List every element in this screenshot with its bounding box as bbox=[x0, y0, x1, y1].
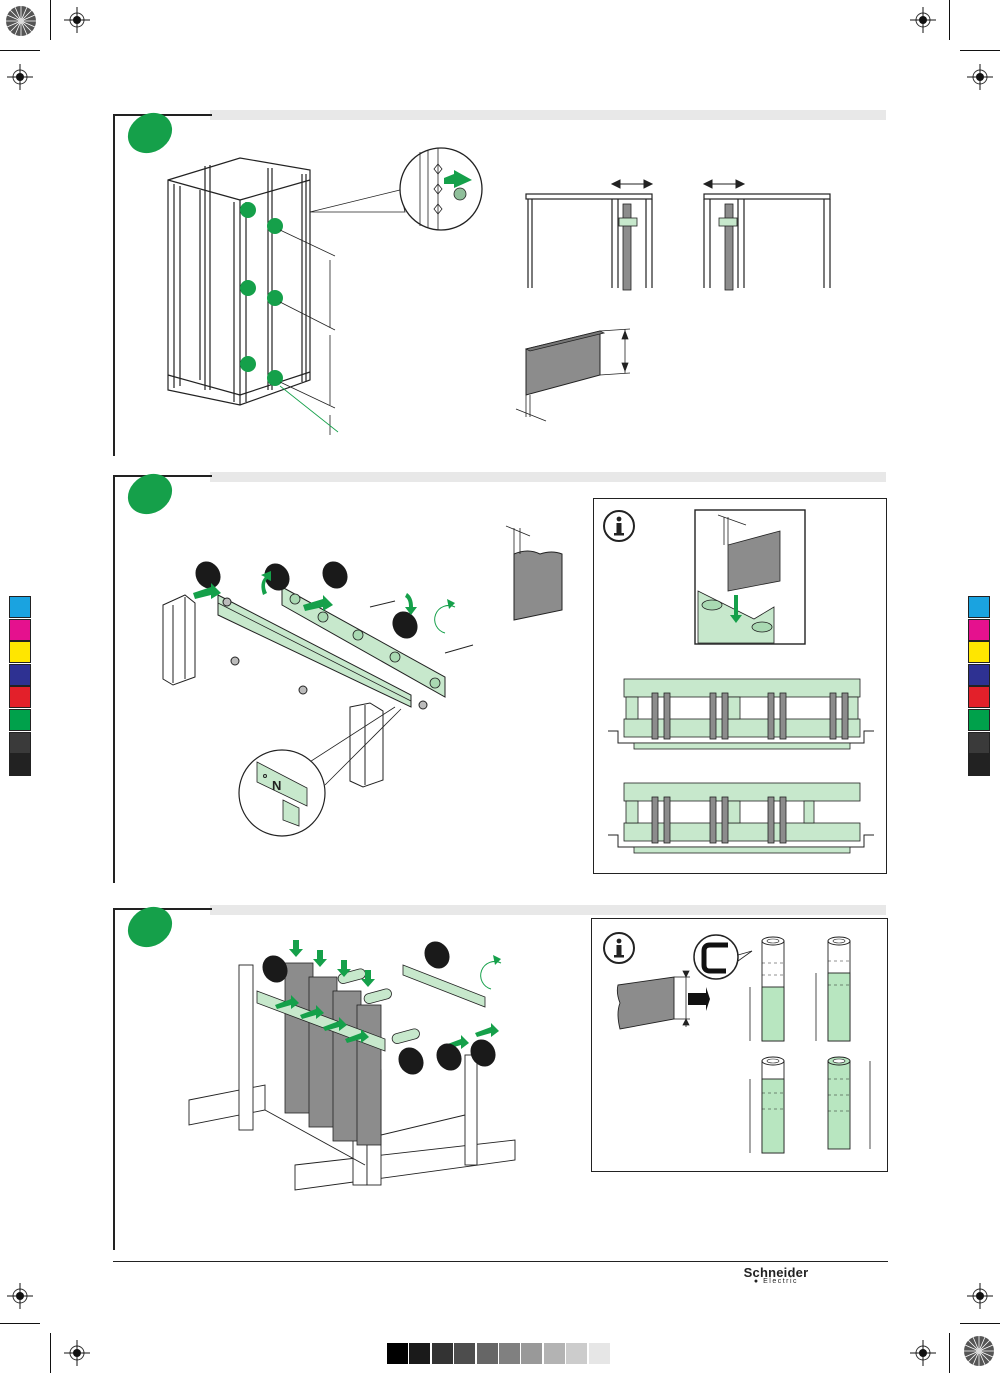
crop-mark bbox=[949, 0, 950, 40]
color-swatch bbox=[9, 663, 31, 686]
registration-crosshair-icon bbox=[64, 1340, 90, 1366]
color-swatch bbox=[968, 641, 990, 664]
info-icon bbox=[603, 510, 635, 542]
step-header-bar bbox=[210, 472, 886, 482]
color-swatch bbox=[968, 731, 990, 754]
color-swatch bbox=[454, 1343, 476, 1364]
color-swatch bbox=[968, 709, 990, 731]
registration-crosshair-icon bbox=[967, 1283, 993, 1309]
color-swatch bbox=[9, 596, 31, 618]
neutral-marking-label: N bbox=[272, 778, 282, 793]
color-swatch bbox=[543, 1343, 565, 1364]
color-swatch bbox=[521, 1343, 543, 1364]
crop-mark bbox=[960, 50, 1000, 51]
support-layout-top bbox=[608, 678, 874, 750]
busbar-insertion-detail bbox=[694, 509, 806, 645]
brand-logo: Schneider ● Electric bbox=[738, 1265, 814, 1285]
crop-mark bbox=[949, 1333, 950, 1373]
footer-rule bbox=[113, 1261, 888, 1262]
crop-mark bbox=[960, 1323, 1000, 1324]
color-swatch bbox=[431, 1343, 453, 1364]
info-panel bbox=[591, 918, 888, 1172]
registration-crosshair-icon bbox=[967, 64, 993, 90]
color-swatch bbox=[387, 1343, 408, 1364]
brand-subname-text: Electric bbox=[763, 1278, 799, 1285]
color-swatch bbox=[968, 754, 990, 777]
color-swatch bbox=[9, 754, 31, 777]
step-header-bar bbox=[210, 110, 886, 120]
step-header-bar bbox=[210, 905, 886, 915]
color-swatch bbox=[968, 596, 990, 618]
color-swatch bbox=[588, 1343, 610, 1364]
registration-crosshair-icon bbox=[910, 7, 936, 33]
registration-crosshair-icon bbox=[7, 1283, 33, 1309]
busbar-installation-illustration bbox=[188, 940, 516, 1191]
registration-crosshair-icon bbox=[910, 1340, 936, 1366]
spacer-tube-options bbox=[749, 936, 871, 1154]
busbar-width-illustration bbox=[616, 970, 710, 1030]
registration-crosshair-icon bbox=[64, 7, 90, 33]
color-swatch bbox=[499, 1343, 520, 1364]
brand-subname: ● Electric bbox=[738, 1278, 814, 1285]
busbar-support-assembly bbox=[162, 561, 474, 788]
brand-mark-icon: ● bbox=[753, 1278, 760, 1285]
color-swatch bbox=[566, 1343, 588, 1364]
color-swatch bbox=[409, 1343, 431, 1364]
step-side-rule bbox=[113, 908, 115, 1250]
busbar-thickness-illustration bbox=[505, 525, 563, 621]
nut-insertion-detail bbox=[399, 147, 483, 231]
step-side-rule bbox=[113, 475, 115, 883]
color-swatch bbox=[9, 709, 31, 731]
color-swatch bbox=[9, 641, 31, 664]
color-swatch bbox=[968, 663, 990, 686]
crop-mark bbox=[0, 50, 40, 51]
crop-mark bbox=[50, 0, 51, 40]
registration-crosshair-icon bbox=[7, 64, 33, 90]
color-swatch bbox=[968, 618, 990, 641]
registration-star-icon bbox=[964, 1336, 994, 1366]
brand-name: Schneider bbox=[743, 1265, 809, 1280]
color-swatch bbox=[9, 686, 31, 709]
info-icon bbox=[603, 932, 635, 964]
color-swatch bbox=[9, 731, 31, 754]
crop-mark bbox=[0, 1323, 40, 1324]
registration-star-icon bbox=[6, 6, 36, 36]
enclosure-frame-illustration bbox=[167, 157, 406, 435]
busbar-position-views bbox=[525, 179, 831, 291]
color-swatch bbox=[9, 618, 31, 641]
busbar-dimension-illustration bbox=[515, 328, 631, 422]
spacer-selection-icon bbox=[693, 934, 753, 980]
crop-mark bbox=[50, 1333, 51, 1373]
color-swatch bbox=[476, 1343, 498, 1364]
step-side-rule bbox=[113, 114, 115, 456]
color-swatch bbox=[968, 686, 990, 709]
info-panel bbox=[593, 498, 887, 874]
neutral-detail-callout bbox=[238, 749, 326, 837]
support-layout-bottom bbox=[608, 782, 874, 854]
